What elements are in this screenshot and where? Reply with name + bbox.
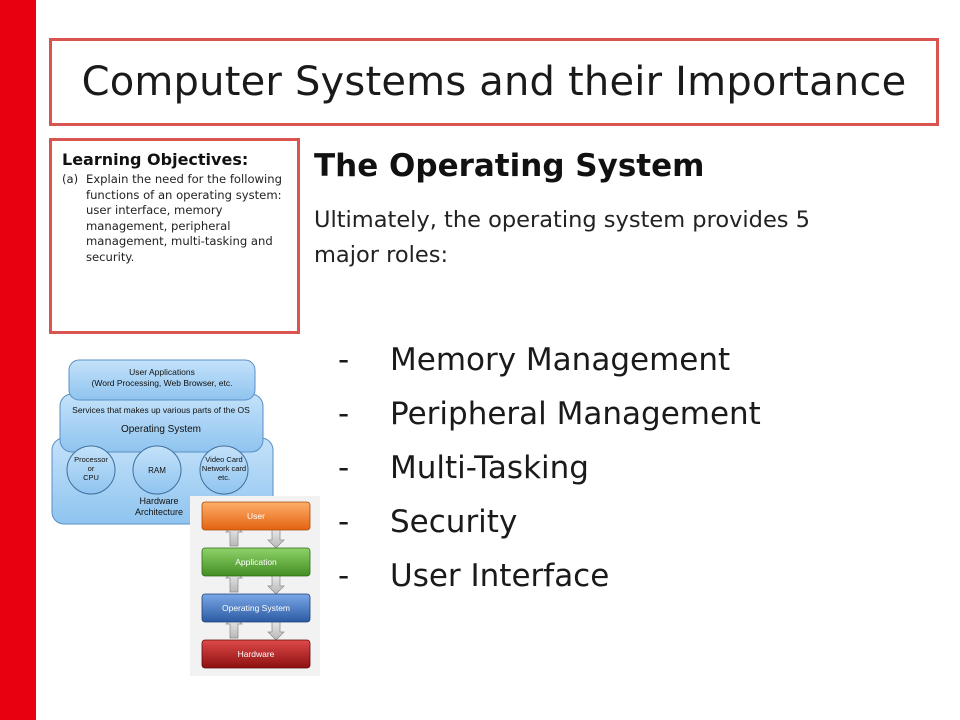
user-apps-label-1: User Applications bbox=[129, 367, 195, 377]
video-card-circle bbox=[199, 445, 249, 495]
role-dash: - bbox=[338, 558, 350, 594]
roles-list: - Memory Management - Peripheral Managemen… bbox=[338, 333, 761, 603]
role-label: Memory Management bbox=[390, 342, 731, 378]
role-dash: - bbox=[338, 450, 350, 486]
video-label-2: Network card bbox=[202, 464, 246, 473]
objective-text: Explain the need for the following funct… bbox=[86, 172, 282, 264]
video-label-1: Video Card bbox=[205, 455, 242, 464]
learning-objectives-box: Learning Objectives: (a) Explain the nee… bbox=[49, 138, 300, 334]
os-stack-diagram: User Application Operating System Hardwa… bbox=[190, 496, 320, 676]
os-layer-label: Operating System bbox=[121, 424, 201, 435]
intro-text: Ultimately, the operating system provide… bbox=[314, 207, 810, 268]
video-label-3: etc. bbox=[218, 473, 230, 482]
objective-marker: (a) bbox=[62, 172, 79, 186]
processor-circle bbox=[66, 445, 116, 495]
role-item-multitasking: - Multi-Tasking bbox=[338, 441, 761, 495]
ram-circle bbox=[132, 445, 182, 495]
role-dash: - bbox=[338, 396, 350, 432]
role-item-peripheral: - Peripheral Management bbox=[338, 387, 761, 441]
application-box bbox=[201, 547, 311, 577]
role-item-security: - Security bbox=[338, 495, 761, 549]
os-layer bbox=[59, 393, 264, 453]
role-item-user-interface: - User Interface bbox=[338, 549, 761, 603]
role-dash: - bbox=[338, 504, 350, 540]
user-apps-layer bbox=[68, 359, 256, 401]
role-item-memory: - Memory Management bbox=[338, 333, 761, 387]
operating-system-box bbox=[201, 593, 311, 623]
hardware-box-label: Hardware bbox=[238, 649, 275, 659]
hardware-box bbox=[201, 639, 311, 669]
hardware-label-1: Hardware bbox=[139, 496, 178, 506]
hardware-label-2: Architecture bbox=[135, 507, 183, 517]
role-label: Peripheral Management bbox=[390, 396, 761, 432]
red-sidebar bbox=[0, 0, 36, 720]
learning-objectives-heading: Learning Objectives: bbox=[62, 150, 249, 169]
title-box: Computer Systems and their Importance bbox=[49, 38, 939, 126]
processor-label-1: Processor bbox=[74, 455, 108, 464]
processor-label-3: CPU bbox=[83, 473, 99, 482]
section-title: The Operating System bbox=[314, 148, 705, 184]
services-label: Services that makes up various parts of … bbox=[72, 405, 250, 415]
learning-objective-item: (a) Explain the need for the following f… bbox=[62, 172, 287, 265]
processor-label-2: or bbox=[88, 464, 95, 473]
ram-label: RAM bbox=[148, 466, 166, 475]
role-dash: - bbox=[338, 342, 350, 378]
os-layers-diagram: User Applications (Word Processing, Web … bbox=[51, 359, 274, 525]
role-label: User Interface bbox=[390, 558, 610, 594]
user-box bbox=[201, 501, 311, 531]
operating-system-box-label: Operating System bbox=[222, 603, 290, 613]
application-box-label: Application bbox=[235, 557, 277, 567]
user-apps-label-2: (Word Processing, Web Browser, etc. bbox=[92, 378, 233, 388]
role-label: Security bbox=[390, 504, 518, 540]
user-box-label: User bbox=[247, 511, 265, 521]
slide-title: Computer Systems and their Importance bbox=[81, 59, 907, 105]
role-label: Multi-Tasking bbox=[390, 450, 589, 486]
